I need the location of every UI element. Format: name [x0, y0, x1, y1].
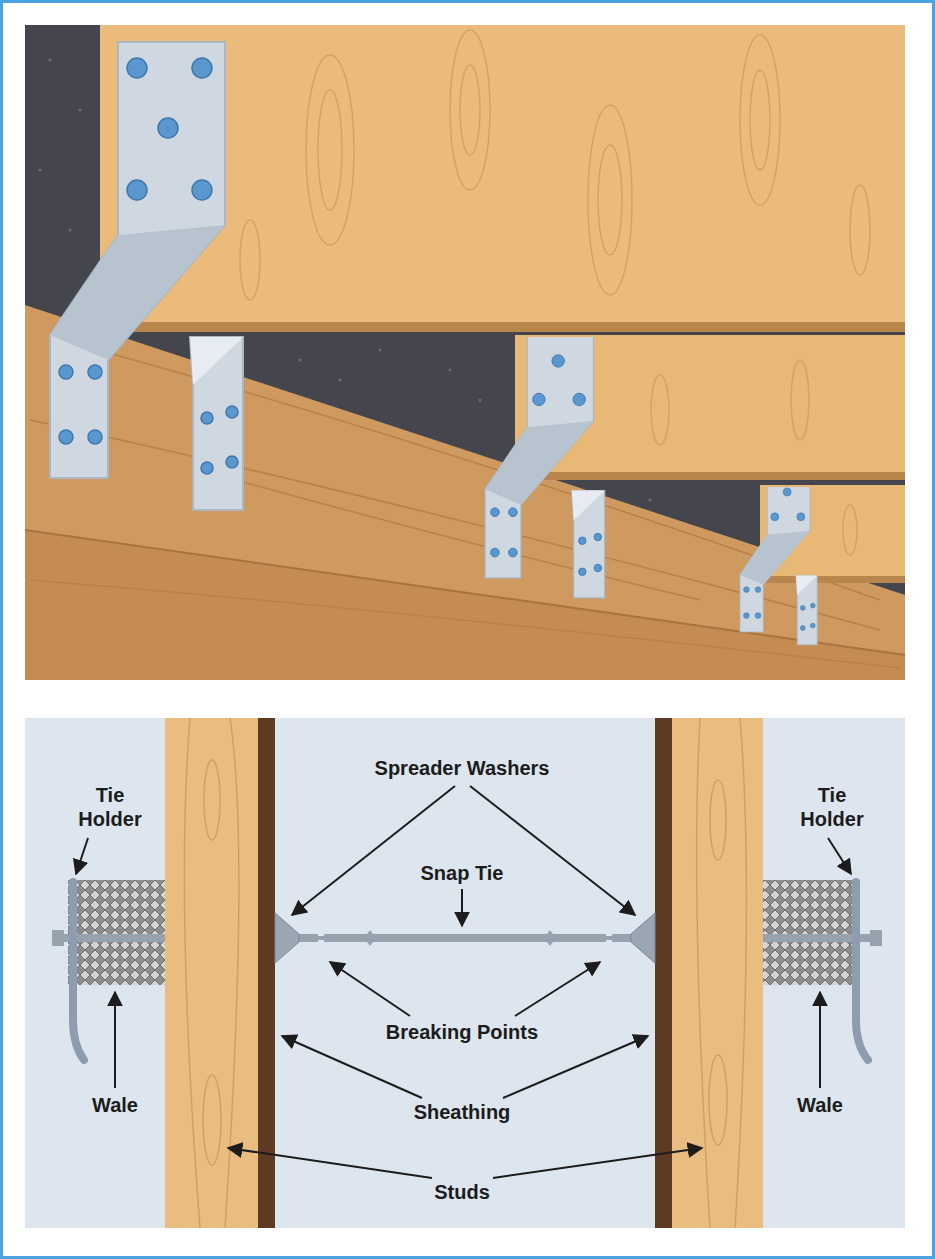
leader-line — [114, 992, 116, 1088]
part-label: Wale — [797, 1093, 843, 1117]
roof-illustration — [598, 145, 622, 255]
formwork-section — [184, 718, 200, 1228]
formwork-section — [25, 718, 905, 1228]
formwork-section — [275, 913, 299, 963]
part-label: Tie Holder — [70, 783, 150, 831]
roof-illustration — [479, 399, 482, 402]
leader-line — [228, 1148, 432, 1178]
formwork-section — [604, 936, 614, 940]
formwork-section — [364, 930, 376, 946]
roof-illustration — [25, 25, 905, 680]
roof-illustration — [450, 30, 490, 190]
roof-illustration — [449, 369, 452, 372]
part-label: Snap Tie — [421, 861, 504, 885]
formwork-section — [52, 934, 165, 942]
formwork-section — [25, 718, 905, 1228]
formwork-section — [316, 936, 614, 940]
roof-illustration — [843, 505, 857, 555]
formwork-section — [73, 882, 84, 1060]
roof-illustration — [339, 379, 342, 382]
roof-illustration — [379, 349, 382, 352]
formwork-section — [184, 718, 746, 1228]
roof-illustration — [79, 109, 82, 112]
roof-illustration — [740, 35, 780, 205]
leader-line — [493, 1148, 702, 1178]
formwork-section — [73, 882, 868, 1060]
leader-line — [76, 786, 851, 1178]
formwork-section — [631, 913, 655, 963]
roof-illustration — [572, 491, 605, 598]
roof-illustration — [515, 472, 905, 480]
leader-line — [503, 1036, 648, 1098]
roof-illustration — [791, 360, 809, 440]
part-label: Tie Holder — [792, 783, 872, 831]
formwork-section — [52, 930, 882, 946]
roof-illustration — [49, 59, 52, 62]
roof-illustration — [190, 337, 243, 510]
part-label: Breaking Points — [386, 1020, 538, 1044]
leader-line — [292, 786, 455, 915]
formwork-section — [697, 718, 710, 1228]
formwork-section — [856, 882, 868, 1060]
formwork-section — [544, 930, 556, 946]
leader-line — [76, 838, 88, 874]
leader-line — [461, 889, 463, 926]
leader-line — [282, 1036, 422, 1098]
formwork-section — [165, 718, 258, 1228]
leader-line — [330, 962, 410, 1016]
roof-illustration — [306, 55, 354, 245]
roof-illustration — [200, 470, 700, 600]
formwork-section — [52, 930, 64, 946]
formwork-section — [52, 934, 882, 942]
roof-illustration — [69, 229, 72, 232]
roof-illustration — [240, 220, 260, 300]
formwork-section — [204, 760, 220, 840]
leader-line — [828, 838, 851, 874]
formwork-section — [710, 780, 726, 860]
leader-line — [819, 992, 821, 1088]
roof-illustration — [649, 499, 652, 502]
formwork-section — [316, 936, 326, 940]
roof-illustration — [299, 359, 302, 362]
formwork-section — [709, 1055, 727, 1145]
formwork-section — [763, 934, 882, 942]
part-label: Sheathing — [414, 1100, 511, 1124]
formwork-section — [870, 930, 882, 946]
part-label: Spreader Washers — [375, 756, 550, 780]
formwork-section — [225, 718, 239, 1228]
formwork-section — [203, 1075, 221, 1165]
roof-illustration — [588, 105, 632, 295]
roof-illustration — [651, 375, 669, 445]
part-label: Studs — [434, 1180, 490, 1204]
formwork-section — [258, 718, 275, 1228]
formwork-section — [735, 718, 746, 1228]
formwork-section — [68, 880, 165, 985]
formwork-section — [672, 718, 763, 1228]
formwork-section — [655, 718, 672, 1228]
leader-line — [470, 786, 635, 915]
roof-illustration — [760, 576, 905, 583]
roof-illustration — [460, 65, 480, 155]
leader-line — [515, 962, 600, 1016]
roof-illustration — [318, 90, 342, 210]
roof-illustration — [25, 25, 905, 680]
roof-illustration — [240, 30, 870, 555]
roof-illustration — [39, 169, 42, 172]
part-label: Wale — [92, 1093, 138, 1117]
roof-illustration — [25, 305, 905, 680]
roof-illustration — [30, 580, 900, 668]
roof-illustration — [850, 185, 870, 275]
roof-illustration — [796, 576, 817, 645]
roof-illustration — [100, 322, 905, 332]
formwork-section — [763, 880, 860, 985]
roof-illustration — [750, 70, 770, 170]
